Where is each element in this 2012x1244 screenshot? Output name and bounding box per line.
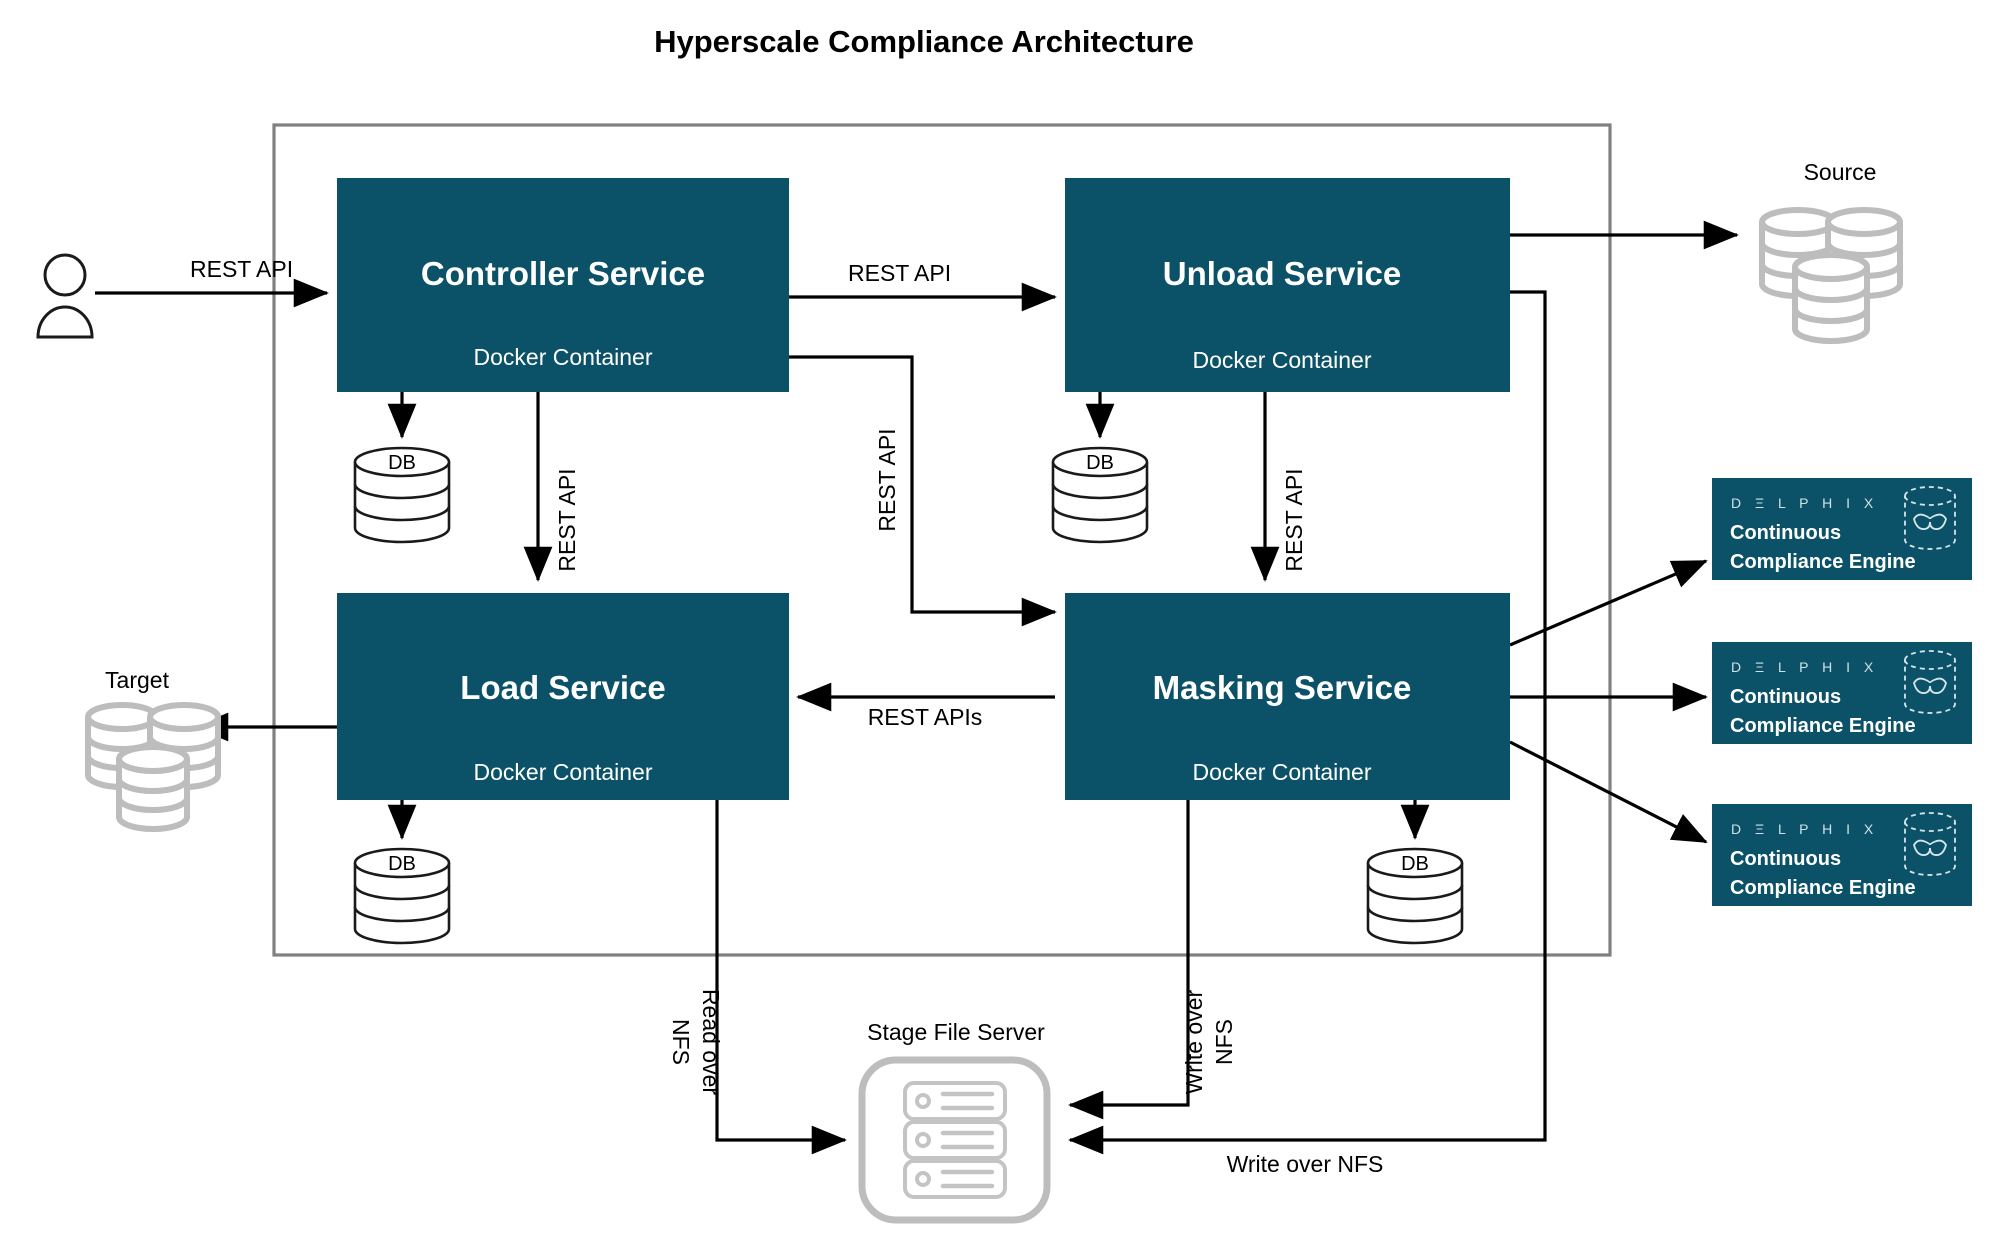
edge-masking-write-nfs: Write over NFS <box>1068 800 1237 1120</box>
db-label: DB <box>1401 853 1429 875</box>
service-box-controller[interactable]: Controller Service Docker Container <box>337 178 789 392</box>
database-cluster-icon-source <box>1759 207 1903 344</box>
masked-database-icon <box>1904 486 1956 550</box>
edge-unload-to-masking: REST API <box>1250 392 1307 582</box>
user-icon <box>36 253 94 339</box>
masked-database-icon <box>1904 812 1956 876</box>
database-icon-masking: DB <box>1366 847 1464 945</box>
edge-masking-to-engine-1 <box>1509 559 1708 647</box>
edge-label: NFS <box>1211 1019 1237 1065</box>
db-label: DB <box>1086 452 1114 474</box>
database-icon-controller: DB <box>353 446 451 544</box>
edge-user-to-controller: REST API <box>95 256 329 308</box>
service-box-unload[interactable]: Unload Service Docker Container <box>1065 178 1510 392</box>
db-label: DB <box>388 853 416 875</box>
service-subtitle: Docker Container <box>1193 759 1372 785</box>
edge-unload-write-nfs: Write over NFS <box>1068 290 1547 1177</box>
service-subtitle: Docker Container <box>1193 347 1372 373</box>
delphix-logo: D Ξ L P H I X <box>1731 821 1878 837</box>
service-box-load[interactable]: Load Service Docker Container <box>337 593 789 800</box>
edge-label: REST API <box>190 256 293 282</box>
stage-file-server-label: Stage File Server <box>867 1019 1045 1045</box>
target-node: Target <box>85 667 221 832</box>
edge-label: REST API <box>554 468 580 571</box>
edge-label: REST API <box>874 428 900 531</box>
service-title: Masking Service <box>1153 669 1412 706</box>
engine-line-1: Continuous <box>1730 848 1841 870</box>
edge-label: NFS <box>668 1019 694 1065</box>
edge-label: Write over <box>1181 989 1207 1094</box>
edge-label: Write over NFS <box>1227 1151 1384 1177</box>
compliance-engine-3[interactable]: D Ξ L P H I X Continuous Compliance Engi… <box>1712 804 1972 906</box>
delphix-logo: D Ξ L P H I X <box>1731 659 1878 675</box>
system-boundary <box>272 123 1612 957</box>
engine-line-1: Continuous <box>1730 522 1841 544</box>
masked-database-icon <box>1904 650 1956 714</box>
page-title: Hyperscale Compliance Architecture <box>654 24 1194 59</box>
database-icon-unload: DB <box>1051 446 1149 544</box>
edge-controller-to-unload: REST API <box>789 260 1057 312</box>
edge-label: REST APIs <box>868 704 983 730</box>
service-subtitle: Docker Container <box>474 759 653 785</box>
compliance-engine-2[interactable]: D Ξ L P H I X Continuous Compliance Engi… <box>1712 642 1972 744</box>
source-label: Source <box>1804 159 1877 185</box>
delphix-logo: D Ξ L P H I X <box>1731 495 1878 511</box>
service-title: Unload Service <box>1163 255 1401 292</box>
target-label: Target <box>105 667 170 693</box>
engine-line-1: Continuous <box>1730 686 1841 708</box>
edge-masking-to-load: REST APIs <box>796 682 1055 730</box>
engine-line-2: Compliance Engine <box>1730 715 1916 737</box>
service-box-masking[interactable]: Masking Service Docker Container <box>1065 593 1510 800</box>
edge-controller-to-masking: REST API <box>789 355 1057 627</box>
database-cluster-icon-target <box>85 702 221 832</box>
source-node: Source <box>1759 159 1903 344</box>
database-icon-load: DB <box>353 847 451 945</box>
edge-label: REST API <box>1281 468 1307 571</box>
service-title: Load Service <box>460 669 665 706</box>
db-label: DB <box>388 452 416 474</box>
edge-label: Read over <box>698 989 724 1095</box>
engine-line-2: Compliance Engine <box>1730 551 1916 573</box>
edge-controller-to-load: REST API <box>523 392 580 582</box>
edge-load-read-nfs: Read over NFS <box>668 800 847 1155</box>
engine-line-2: Compliance Engine <box>1730 877 1916 899</box>
edge-masking-to-engine-3 <box>1509 740 1708 844</box>
service-title: Controller Service <box>421 255 705 292</box>
file-server-icon <box>858 1056 1051 1224</box>
service-subtitle: Docker Container <box>474 344 653 370</box>
stage-file-server-node: Stage File Server <box>858 1019 1051 1224</box>
compliance-engine-1[interactable]: D Ξ L P H I X Continuous Compliance Engi… <box>1712 478 1972 580</box>
edge-label: REST API <box>848 260 951 286</box>
